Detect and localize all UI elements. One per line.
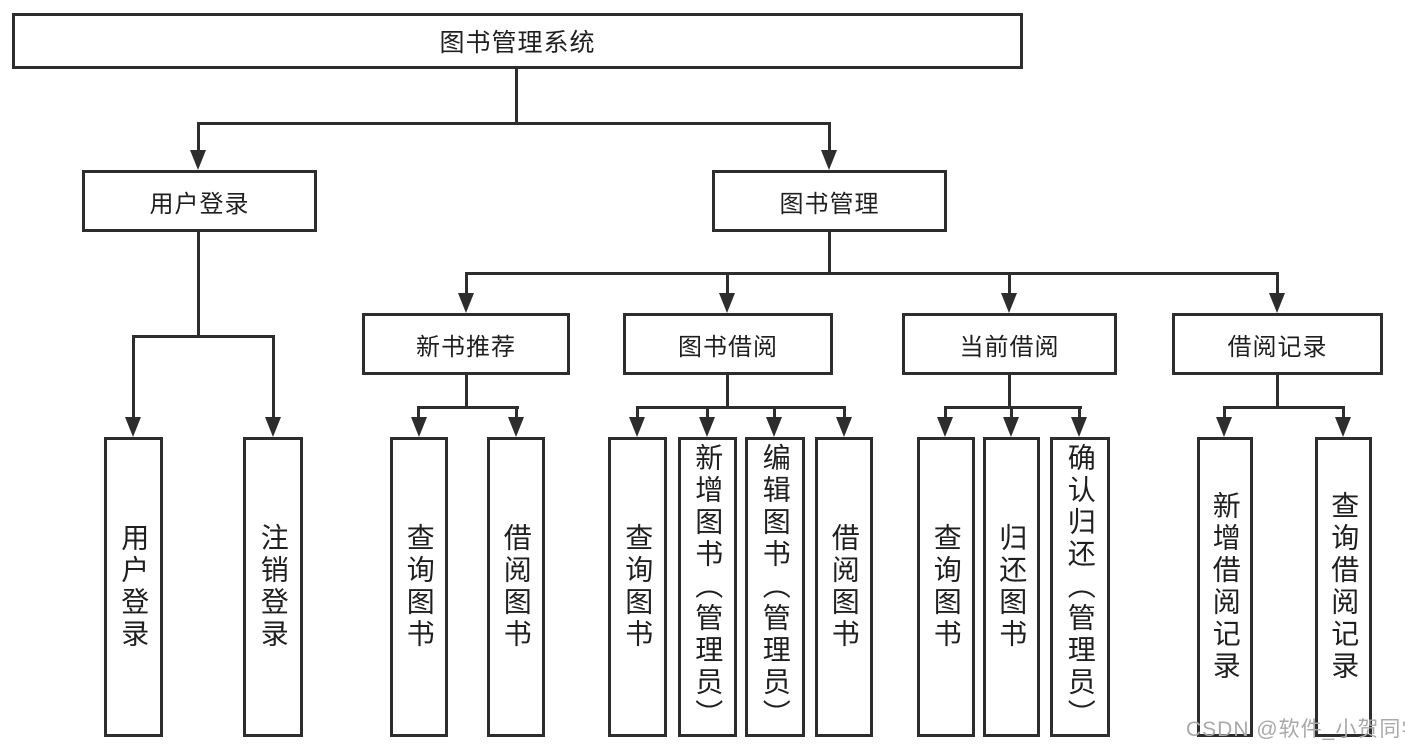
arrowhead-icon <box>821 150 837 170</box>
node-label: 借阅记录 <box>1227 333 1328 361</box>
node-label: 新书推荐 <box>416 333 516 361</box>
node-label: 查询图书 <box>930 523 962 651</box>
arrowhead-icon <box>458 293 474 313</box>
connector-line <box>944 406 1082 409</box>
connector-line <box>515 69 518 125</box>
node-library-management-system: 图书管理系统 <box>12 13 1023 69</box>
connector-line <box>944 406 947 419</box>
leaf-return-books: 归还图书 <box>983 437 1040 737</box>
node-label: 当前借阅 <box>959 333 1060 361</box>
node-label: 用户登录 <box>118 523 150 651</box>
node-book-management: 图书管理 <box>712 170 947 232</box>
node-label: 新增图书（管理员） <box>692 443 724 731</box>
leaf-query-borrow-record: 查询借阅记录 <box>1315 437 1372 737</box>
connector-line <box>197 122 831 125</box>
leaf-add-borrow-record: 新增借阅记录 <box>1197 437 1253 737</box>
connector-line <box>636 406 639 419</box>
node-borrowing-records: 借阅记录 <box>1172 313 1383 375</box>
leaf-user-login: 用户登录 <box>104 437 163 737</box>
connector-line <box>636 406 846 409</box>
arrowhead-icon <box>1216 417 1232 437</box>
arrowhead-icon <box>1335 417 1351 437</box>
arrowhead-icon <box>411 417 427 437</box>
leaf-borrow-books-recommend: 借阅图书 <box>487 437 545 737</box>
connector-line <box>1078 406 1081 419</box>
connector-line <box>515 406 518 419</box>
node-label: 归还图书 <box>996 523 1028 651</box>
arrowhead-icon <box>125 417 141 437</box>
connector-line <box>1008 272 1011 295</box>
leaf-query-books-current: 查询图书 <box>917 437 975 737</box>
node-label: 注销登录 <box>257 523 289 651</box>
connector-line <box>1223 406 1226 419</box>
connector-line <box>417 406 420 419</box>
connector-line <box>1010 406 1013 419</box>
node-label: 图书借阅 <box>678 333 778 361</box>
connector-line <box>417 406 519 409</box>
leaf-logout: 注销登录 <box>243 437 303 737</box>
arrowhead-icon <box>1071 417 1087 437</box>
connector-line <box>726 272 729 295</box>
leaf-edit-books-admin: 编辑图书（管理员） <box>745 437 805 737</box>
leaf-confirm-return-admin: 确认归还（管理员） <box>1050 437 1110 737</box>
connector-line <box>1342 406 1345 419</box>
leaf-borrow-books: 借阅图书 <box>815 437 873 737</box>
leaf-query-books-recommend: 查询图书 <box>390 437 448 737</box>
node-book-borrowing: 图书借阅 <box>623 313 833 375</box>
connector-line <box>1276 375 1279 409</box>
node-new-book-recommendation: 新书推荐 <box>362 313 570 375</box>
connector-line <box>1008 375 1011 409</box>
node-label: 借阅图书 <box>500 523 532 651</box>
connector-line <box>773 406 776 419</box>
connector-line <box>132 335 275 338</box>
connector-line <box>726 375 729 409</box>
connector-line <box>465 272 468 295</box>
node-label: 新增借阅记录 <box>1209 491 1241 683</box>
connector-line <box>465 375 468 409</box>
arrowhead-icon <box>1001 293 1017 313</box>
arrowhead-icon <box>629 417 645 437</box>
node-current-borrowing: 当前借阅 <box>902 313 1117 375</box>
connector-line <box>843 406 846 419</box>
connector-line <box>197 232 200 338</box>
node-label: 用户登录 <box>149 190 250 218</box>
connector-line <box>828 122 831 152</box>
arrowhead-icon <box>1269 293 1285 313</box>
arrowhead-icon <box>836 417 852 437</box>
arrowhead-icon <box>508 417 524 437</box>
node-label: 确认归还（管理员） <box>1064 443 1096 731</box>
arrowhead-icon <box>766 417 782 437</box>
connector-line <box>1223 406 1345 409</box>
node-label: 编辑图书（管理员） <box>759 443 791 731</box>
csdn-watermark: CSDN @软件_小贺同学 <box>1186 718 1405 741</box>
arrowhead-icon <box>699 417 715 437</box>
node-label: 图书管理系统 <box>439 29 596 57</box>
node-label: 查询图书 <box>403 523 435 651</box>
node-label: 查询图书 <box>622 523 654 651</box>
arrowhead-icon <box>937 417 953 437</box>
arrowhead-icon <box>1003 417 1019 437</box>
node-label: 图书管理 <box>779 190 880 218</box>
connector-line <box>706 406 709 419</box>
leaf-query-books-borrow: 查询图书 <box>608 437 667 737</box>
connector-line <box>465 272 1279 275</box>
node-user-login: 用户登录 <box>82 170 317 232</box>
connector-line <box>272 335 275 419</box>
leaf-add-books-admin: 新增图书（管理员） <box>678 437 737 737</box>
node-label: 借阅图书 <box>828 523 860 651</box>
connector-line <box>132 335 135 419</box>
arrowhead-icon <box>190 150 206 170</box>
connector-line <box>1276 272 1279 295</box>
connector-line <box>197 122 200 152</box>
arrowhead-icon <box>719 293 735 313</box>
arrowhead-icon <box>265 417 281 437</box>
node-label: 查询借阅记录 <box>1328 491 1360 683</box>
connector-line <box>828 232 831 275</box>
